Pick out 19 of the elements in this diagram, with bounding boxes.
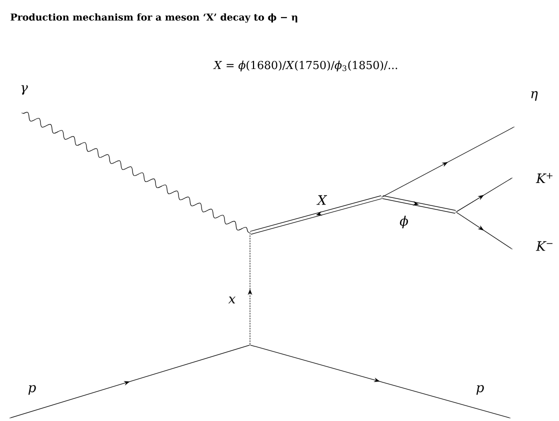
particle-label: K$^{+}$ [536, 172, 552, 184]
formula-label: X = ϕ(1680)/X(1750)/ϕ$_{3}$(1850)/... [213, 60, 398, 72]
particle-label: K$^{−}$ [536, 241, 552, 251]
particle-label: γ [21, 85, 28, 95]
edge-label: X [316, 194, 328, 206]
meson-line [382, 195, 456, 214]
title: Production mechanism for a meson ‘X’ decay to ϕ − η [10, 13, 298, 23]
particle-label: p [28, 385, 36, 395]
particle-line [456, 178, 512, 212]
particle-line [250, 344, 510, 418]
photon-line [22, 112, 250, 234]
particle-line [382, 126, 514, 198]
meson-line [250, 195, 382, 235]
edge-label: ϕ [398, 214, 410, 230]
particle-label: p [476, 385, 484, 395]
particle-label: η [531, 91, 538, 101]
particle-line [10, 344, 250, 418]
edge-label: x [227, 296, 237, 304]
particle-line [456, 212, 512, 249]
